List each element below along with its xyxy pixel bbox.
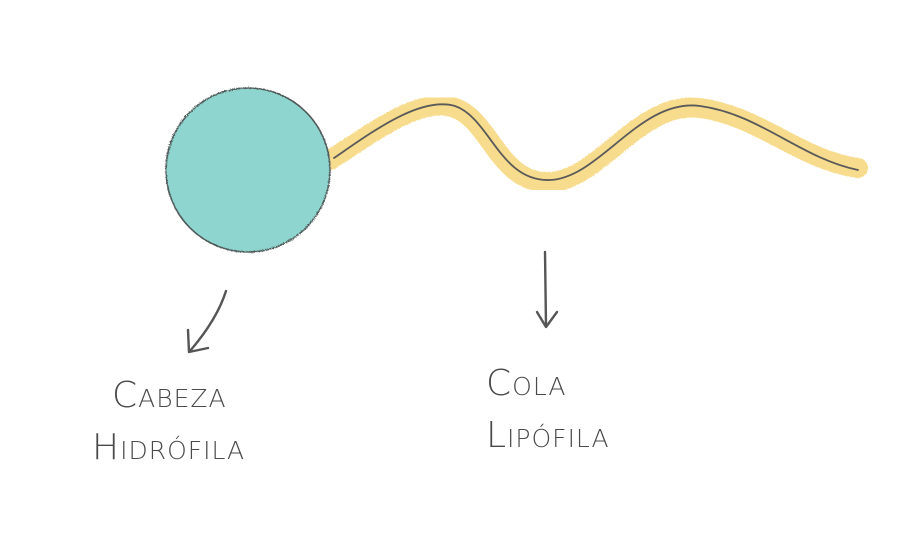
head-label-line2: Hidrófila (92, 427, 246, 468)
head-label: Cabeza Hidrófila (92, 370, 245, 474)
tail-label-line2: Lipófila (486, 415, 610, 456)
tail-label-line1: Cola (486, 363, 567, 404)
tail-highlight-band (320, 95, 868, 192)
head-arrow (186, 289, 228, 354)
tail-arrow (535, 250, 559, 329)
lipophilic-tail (320, 95, 868, 192)
tail-line (333, 103, 859, 181)
head-label-line1: Cabeza (112, 375, 227, 416)
hydrophilic-head (165, 87, 331, 253)
tail-label: Cola Lipófila (486, 358, 610, 462)
head-circle (165, 87, 331, 253)
